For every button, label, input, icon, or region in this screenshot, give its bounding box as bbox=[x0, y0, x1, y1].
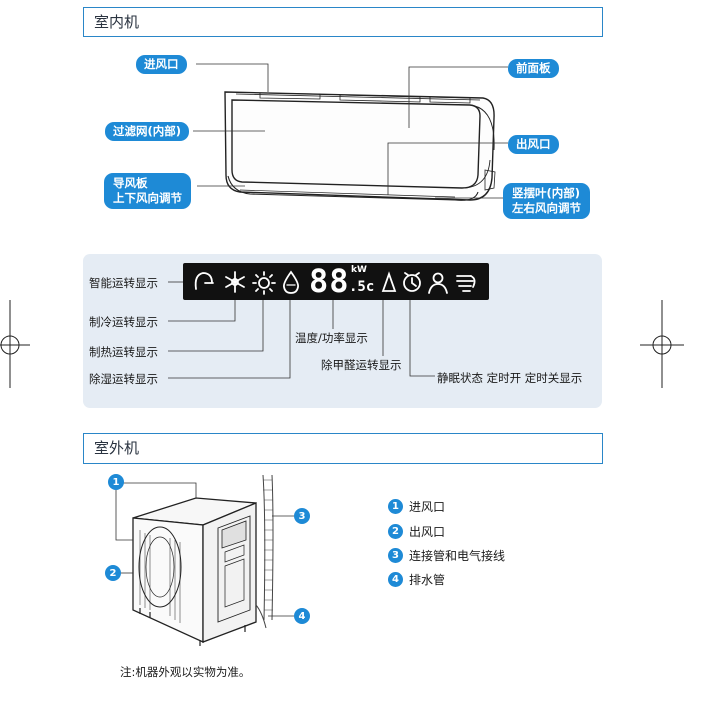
label-temp-power: 温度/功率显示 bbox=[295, 331, 368, 345]
formaldehyde-mode-icon bbox=[381, 271, 397, 292]
legend-num-1: 1 bbox=[388, 499, 403, 514]
marker-1: 1 bbox=[108, 474, 124, 490]
label-cool: 制冷运转显示 bbox=[89, 315, 158, 329]
marker-2: 2 bbox=[105, 565, 121, 581]
air-purify-icon bbox=[456, 275, 476, 292]
crop-marks bbox=[0, 300, 684, 388]
heat-mode-icon bbox=[252, 271, 276, 295]
indoor-display-strip: 88 kW .5c bbox=[183, 263, 489, 300]
legend-label-2: 出风口 bbox=[409, 525, 446, 539]
footnote: 注:机器外观以实物为准。 bbox=[120, 665, 251, 679]
legend-item-2: 2 出风口 bbox=[388, 523, 445, 540]
marker-4: 4 bbox=[294, 608, 310, 624]
display-unit-sc: .5c bbox=[349, 279, 375, 295]
outdoor-section-title: 室外机 bbox=[83, 433, 603, 464]
legend-num-2: 2 bbox=[388, 524, 403, 539]
legend-num-3: 3 bbox=[388, 548, 403, 563]
sleep-timer-icon bbox=[403, 272, 421, 292]
legend-label-3: 连接管和电气接线 bbox=[409, 549, 506, 563]
smart-mode-icon bbox=[194, 272, 214, 290]
label-formaldehyde: 除甲醛运转显示 bbox=[321, 358, 402, 372]
display-unit-kw: kW bbox=[351, 265, 367, 275]
legend-item-1: 1 进风口 bbox=[388, 498, 445, 515]
legend-label-1: 进风口 bbox=[409, 500, 446, 514]
callout-guide-plate: 导风板 上下风向调节 bbox=[104, 173, 191, 209]
display-digits: 88 bbox=[309, 262, 350, 300]
dehumid-mode-icon bbox=[282, 270, 300, 294]
legend-item-4: 4 排水管 bbox=[388, 571, 445, 588]
label-dehumid: 除湿运转显示 bbox=[89, 372, 158, 386]
legend-num-4: 4 bbox=[388, 572, 403, 587]
callout-vertical-louver-line2: 左右风向调节 bbox=[512, 201, 581, 215]
callout-air-outlet: 出风口 bbox=[508, 135, 559, 154]
callout-guide-plate-line1: 导风板 bbox=[113, 176, 148, 190]
callout-vertical-louver: 竖摆叶(内部) 左右风向调节 bbox=[503, 183, 590, 219]
label-heat: 制热运转显示 bbox=[89, 345, 158, 359]
legend-label-4: 排水管 bbox=[409, 573, 446, 587]
marker-3: 3 bbox=[294, 508, 310, 524]
legend-item-3: 3 连接管和电气接线 bbox=[388, 547, 505, 564]
person-icon bbox=[428, 272, 448, 294]
callout-air-inlet: 进风口 bbox=[136, 55, 187, 74]
label-smart: 智能运转显示 bbox=[89, 276, 158, 290]
callout-guide-plate-line2: 上下风向调节 bbox=[113, 191, 182, 205]
callout-filter: 过滤网(内部) bbox=[105, 122, 190, 141]
callout-front-panel: 前面板 bbox=[508, 59, 559, 78]
indoor-section-title: 室内机 bbox=[83, 7, 603, 37]
callout-vertical-louver-line1: 竖摆叶(内部) bbox=[512, 186, 581, 200]
cool-mode-icon bbox=[225, 271, 245, 293]
label-sleep-timer: 静眠状态 定时开 定时关显示 bbox=[437, 371, 583, 385]
